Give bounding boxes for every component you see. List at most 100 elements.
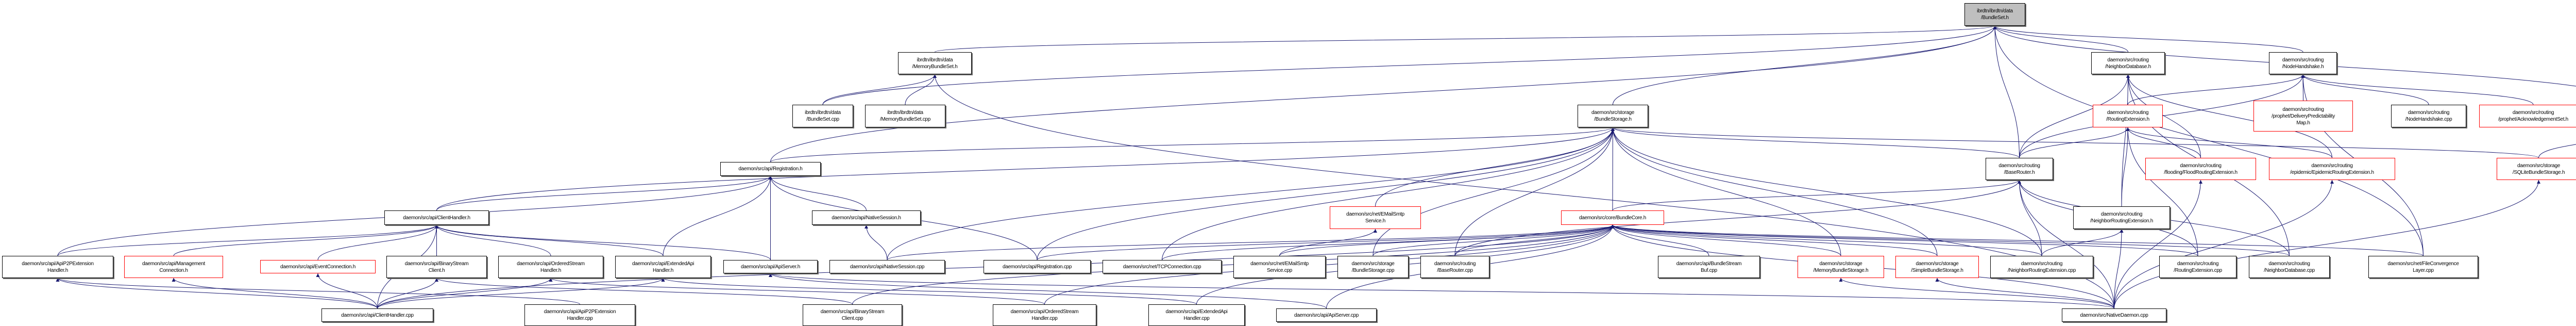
include-edge [1372,127,1615,256]
file-node-label: daemon/src/routing [2021,260,2063,267]
include-edge [1993,25,2128,53]
include-edge [1993,25,2303,53]
include-edge [1454,180,2021,256]
include-edge [2301,74,2534,105]
file-node-label: daemon/src/api/Management [142,260,206,267]
file-node-label: daemon/src/NativeDaemon.cpp [2080,312,2148,318]
include-edge [316,273,378,309]
file-node-neighbordatabase-h[interactable]: daemon/src/routing/NeighborDatabase.h [2091,52,2165,74]
include-edge [317,224,438,260]
file-node-label: daemon/src/api/ClientHandler.cpp [341,312,414,318]
file-node-label: /NeighborDatabase.cpp [2264,267,2315,273]
file-node-clienthandler-cpp[interactable]: daemon/src/api/ClientHandler.cpp [321,308,433,322]
file-node-registration-h[interactable]: daemon/src/api/Registration.h [720,162,821,176]
include-edge [770,127,1615,162]
include-edge [377,278,665,309]
file-node-floodrouting-h[interactable]: daemon/src/routing/flooding/FloodRouting… [2145,158,2256,180]
include-edge [2127,74,2305,105]
include-edge [1611,224,2290,256]
file-node-nodehandshake-cpp[interactable]: daemon/src/routing/NodeHandshake.cpp [2391,105,2466,127]
file-node-label: Handler.h [540,267,562,273]
file-node-routingextension-cpp[interactable]: daemon/src/routing/RoutingExtension.cpp [2159,256,2236,278]
include-edge [1162,127,1615,260]
file-node-label: /BundleSet.h [1981,15,2009,21]
include-edge [436,127,1615,211]
file-node-nodehandshake-h[interactable]: daemon/src/routing/NodeHandshake.h [2269,52,2337,74]
include-edge [1279,224,1615,256]
file-node-tcpconnection-cpp[interactable]: daemon/src/net/TCPConnection.cpp [1103,260,1222,273]
file-node-neighbordatabase-cpp[interactable]: daemon/src/routing/NeighborDatabase.cpp [2249,256,2330,278]
file-node-memorybundleset-h[interactable]: ibrdtn/ibrdtn/data/MemoryBundleSet.h [898,52,972,74]
file-node-label: ibrdtn/ibrdtn/data [917,57,953,63]
file-node-neighborroutingext-h[interactable]: daemon/src/routing/NeighborRoutingExtens… [2073,206,2170,229]
file-node-ackset-h[interactable]: daemon/src/routing/prophet/Acknowledgeme… [2479,105,2576,127]
file-node-label: Handler.cpp [1031,316,1058,321]
file-node-baserouter-h[interactable]: daemon/src/routing/BaseRouter.h [1986,158,2053,180]
file-node-clienthandler-h[interactable]: daemon/src/api/ClientHandler.h [384,210,489,225]
file-node-bundlestorage-h[interactable]: daemon/src/storage/BundleStorage.h [1578,105,1648,127]
file-node-sqlitebundlestorage-h[interactable]: daemon/src/storage/SQLiteBundleStorage.h [2497,158,2576,180]
file-node-label: daemon/src/core/BundleCore.h [1579,215,1646,221]
file-node-apiserver-h[interactable]: daemon/src/api/ApiServer.h [723,260,818,273]
file-node-label: daemon/src/api/EventConnection.h [280,264,356,270]
file-node-bundleset-cpp[interactable]: ibrdtn/ibrdtn/data/BundleSet.cpp [792,105,853,127]
include-edge [377,278,438,309]
file-node-label: Buf.cpp [1701,267,1717,273]
include-edge [1611,127,1841,256]
include-edge [2114,180,2540,309]
file-node-bundleset-h[interactable]: ibrdtn/ibrdtn/data/BundleSet.h [1964,3,2025,26]
file-node-baserouter-cpp[interactable]: daemon/src/routing/BaseRouter.cpp [1420,256,1489,278]
file-node-bundlecore-h[interactable]: daemon/src/core/BundleCore.h [1561,210,1664,225]
file-node-label: daemon/src/api/Registration.cpp [1002,264,1072,270]
file-node-routingextension-h[interactable]: daemon/src/routing/RoutingExtension.h [2093,105,2163,127]
include-edge [2018,180,2114,309]
file-node-epidemicrouting-h[interactable]: daemon/src/routing/epidemic/EpidemicRout… [2269,158,2395,180]
file-node-nativesession-cpp[interactable]: daemon/src/api/NativeSession.cpp [829,260,945,273]
file-node-nativedaemon-cpp[interactable]: daemon/src/NativeDaemon.cpp [2062,308,2166,322]
include-edge [173,224,438,256]
file-node-label: /flooding/FloodRoutingExtension.h [2164,169,2238,175]
file-node-neighborroutingext-cpp[interactable]: daemon/src/routing/NeighborRoutingExtens… [1990,256,2093,278]
include-edge [436,175,772,211]
file-node-nativesession-h[interactable]: daemon/src/api/NativeSession.h [812,210,921,225]
include-edge [887,127,1615,260]
include-edge [2041,229,2124,256]
file-node-label: daemon/src/api/OrderedStream [1010,309,1079,315]
file-node-eventconn-h[interactable]: daemon/src/api/EventConnection.h [260,260,376,273]
include-edge [2019,74,2130,158]
file-node-label: /NeighborRoutingExtension.h [2090,218,2153,224]
include-edge [1611,224,1709,256]
file-node-label: daemon/src/routing [2268,260,2310,267]
file-node-deliverypred-h[interactable]: daemon/src/routing/prophet/DeliveryPredi… [2253,101,2353,132]
file-node-label: daemon/src/routing [2107,110,2149,116]
include-edge [2126,127,2201,158]
file-node-label: /BaseRouter.cpp [1437,267,1473,273]
include-edge [435,278,853,305]
include-edge [2126,74,2332,158]
file-node-label: daemon/src/routing [2311,162,2353,169]
file-node-memorybundlestorage-h[interactable]: daemon/src/storage/MemoryBundleStorage.h [1798,256,1884,278]
file-node-label: daemon/src/routing [2282,106,2324,112]
file-node-simplebundlestorage-h[interactable]: daemon/src/storage/SimpleBundleStorage.h [1895,256,1979,278]
include-edge [1993,25,2020,158]
file-node-memorybundleset-cpp[interactable]: ibrdtn/ibrdtn/data/MemoryBundleSet.cpp [865,105,945,127]
file-node-label: daemon/src/api/ApiServer.cpp [1294,312,1359,318]
file-node-apiserver-cpp[interactable]: daemon/src/api/ApiServer.cpp [1276,308,1377,322]
file-node-registration-cpp[interactable]: daemon/src/api/Registration.cpp [984,260,1091,273]
file-node-label: ibrdtn/ibrdtn/data [805,110,841,116]
file-node-bundlestorage-cpp[interactable]: daemon/src/storage/BundleStorage.cpp [1337,256,1409,278]
